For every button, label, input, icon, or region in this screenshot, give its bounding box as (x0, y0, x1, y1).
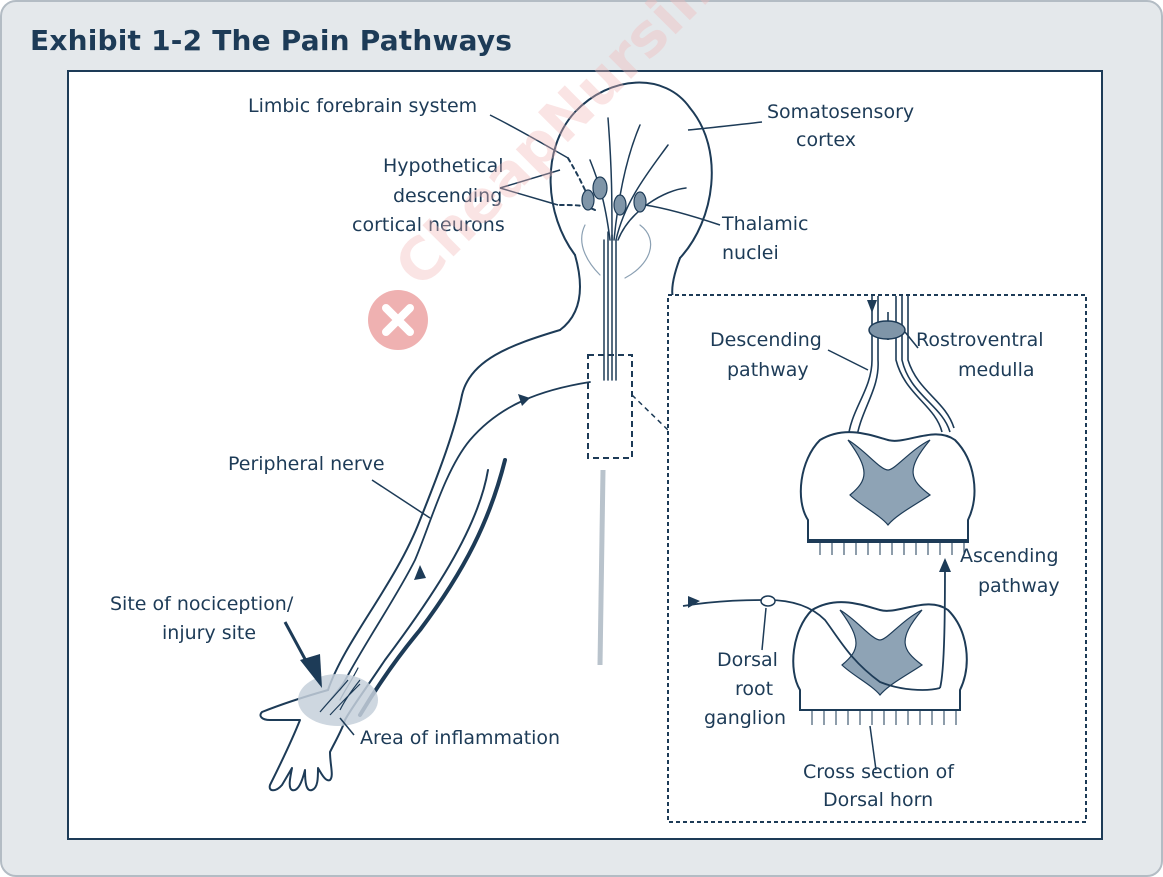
label-dorsal-1: Dorsal (717, 649, 778, 671)
label-rostroventral-1: Rostroventral (916, 329, 1044, 351)
thalamic-nucleus-1 (593, 177, 607, 199)
label-thalamic-1: Thalamic (721, 213, 808, 235)
shoulder-left (462, 330, 560, 395)
label-ascending-2: pathway (978, 575, 1060, 597)
forearm-dark-edge (360, 460, 505, 715)
label-cross-section-1: Cross section of (803, 761, 955, 783)
dorsal-root-ganglion (761, 596, 775, 606)
nerve-arrow-2 (518, 394, 530, 406)
zoom-box (588, 355, 632, 458)
label-site-2: injury site (162, 622, 256, 644)
label-inflammation: Area of inflammation (360, 727, 560, 749)
brain-inner-left (582, 225, 600, 275)
label-somatosensory-1: Somatosensory (767, 101, 914, 123)
thalamic-nucleus-4 (634, 192, 646, 212)
label-descending-2: pathway (727, 359, 809, 381)
thalamic-nucleus-3 (614, 195, 626, 215)
dorsal-horn-lower (793, 602, 967, 725)
brain-inner-right (625, 225, 651, 278)
label-cross-section-2: Dorsal horn (823, 789, 933, 811)
dorsal-horn-upper (801, 432, 975, 555)
thalamic-nucleus-2 (582, 190, 594, 210)
brainstem-lines (604, 232, 616, 380)
rostroventral-medulla (869, 321, 905, 339)
watermark-text: CheapNursing (382, 0, 755, 300)
inflammation-area (298, 674, 378, 726)
zoom-connector (632, 395, 668, 430)
label-rostroventral-2: medulla (958, 359, 1035, 381)
label-somatosensory-2: cortex (796, 129, 856, 151)
label-dorsal-2: root (735, 678, 773, 700)
nerve-arrow-1 (414, 565, 426, 580)
neck-left (560, 255, 580, 330)
leader-peripheral (372, 480, 430, 518)
label-descending-1: Descending (710, 329, 822, 351)
leader-thalamic (645, 205, 720, 225)
label-peripheral-nerve: Peripheral nerve (228, 453, 385, 475)
label-ascending-1: Ascending (960, 545, 1059, 567)
label-dorsal-3: ganglion (704, 707, 786, 729)
hypothetical-neuron-1 (568, 158, 585, 190)
label-site-1: Site of nociception/ (110, 593, 294, 615)
label-thalamic-2: nuclei (722, 242, 779, 264)
label-limbic: Limbic forebrain system (248, 95, 477, 117)
spinal-cord-column (600, 470, 603, 665)
